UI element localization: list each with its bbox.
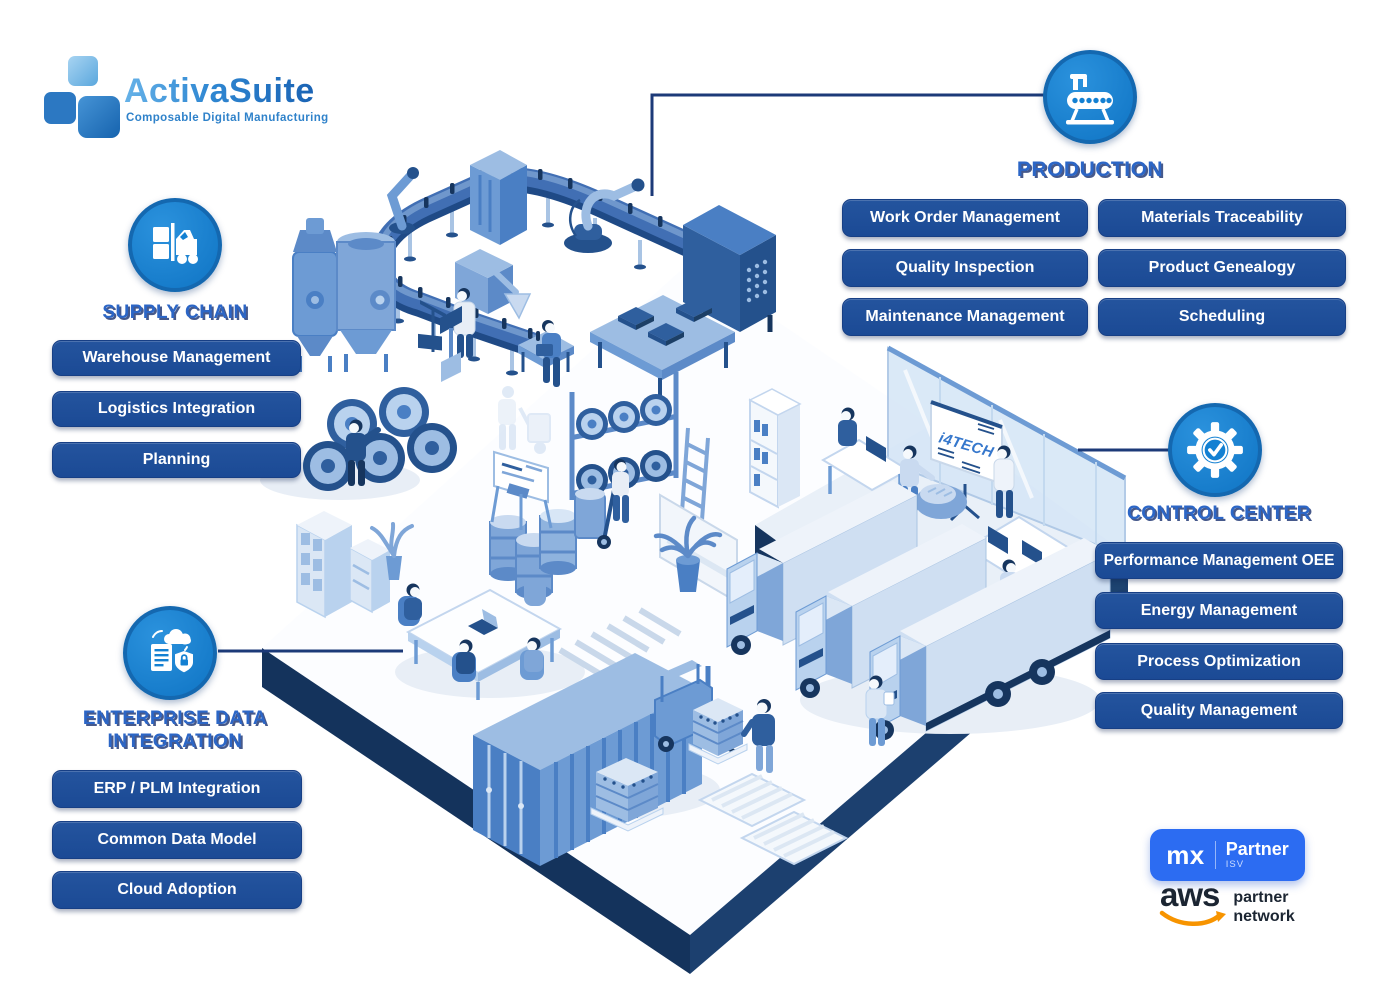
handtruck-worker bbox=[574, 459, 629, 549]
presenter bbox=[993, 445, 1015, 518]
pill-performance-management-oee[interactable]: Performance Management OEE bbox=[1095, 542, 1343, 579]
empty-pallets bbox=[697, 772, 849, 866]
seated-person bbox=[404, 583, 543, 674]
supply-chain-title: SUPPLY CHAIN bbox=[102, 302, 248, 323]
standing-desk bbox=[821, 407, 910, 502]
pill-cloud-adoption[interactable]: Cloud Adoption bbox=[52, 871, 302, 909]
badge-divider bbox=[1214, 841, 1216, 869]
pill-quality-inspection[interactable]: Quality Inspection bbox=[842, 249, 1088, 287]
control-center-icon bbox=[1168, 403, 1262, 497]
bottles bbox=[386, 163, 663, 339]
tanks bbox=[292, 218, 396, 372]
pill-quality-management[interactable]: Quality Management bbox=[1095, 692, 1343, 729]
supply-chain-icon bbox=[128, 198, 222, 292]
mendix-isv-label: ISV bbox=[1225, 859, 1245, 871]
office-shelf bbox=[748, 388, 802, 509]
trucks bbox=[726, 481, 1111, 740]
control-terminal bbox=[440, 306, 462, 382]
aws-smile-icon bbox=[1159, 910, 1226, 926]
barrel-rack bbox=[569, 372, 710, 521]
production-icon bbox=[1043, 50, 1137, 144]
ghost-trolley-figure bbox=[498, 386, 551, 454]
pill-process-optimization[interactable]: Process Optimization bbox=[1095, 643, 1343, 680]
connectors bbox=[218, 93, 1170, 653]
gear-check-icon bbox=[1187, 422, 1243, 478]
logo-square-light bbox=[68, 56, 98, 86]
easel-board bbox=[490, 450, 553, 530]
mendix-partner-badge[interactable]: mx Partner ISV bbox=[1150, 829, 1305, 881]
enterprise-data-icon bbox=[123, 606, 217, 700]
pill-energy-management[interactable]: Energy Management bbox=[1095, 592, 1343, 629]
crate-stack bbox=[590, 758, 664, 832]
pill-planning[interactable]: Planning bbox=[52, 442, 301, 478]
aws-partner-badge[interactable]: aws partner network bbox=[1159, 878, 1385, 942]
pill-work-order-management[interactable]: Work Order Management bbox=[842, 199, 1088, 237]
drawer-cabinet bbox=[349, 539, 390, 614]
inspector bbox=[865, 675, 895, 746]
gate-tower bbox=[470, 150, 527, 245]
trays bbox=[618, 299, 712, 346]
plant bbox=[653, 515, 723, 592]
pill-materials-traceability[interactable]: Materials Traceability bbox=[1098, 199, 1346, 237]
presentation-screen: i4TECH bbox=[930, 400, 1003, 522]
output-table bbox=[590, 295, 735, 402]
pill-logistics-integration[interactable]: Logistics Integration bbox=[52, 391, 301, 427]
ladder bbox=[680, 427, 710, 521]
aws-logo: aws bbox=[1160, 876, 1220, 913]
pill-scheduling[interactable]: Scheduling bbox=[1098, 298, 1346, 336]
pill-erp-plm-integration[interactable]: ERP / PLM Integration bbox=[52, 770, 302, 808]
data-cloud-shield-icon bbox=[151, 629, 193, 673]
brand-name: ActivaSuite bbox=[124, 72, 315, 110]
mendix-partner-label: Partner bbox=[1225, 839, 1289, 860]
pedestrian bbox=[741, 699, 775, 773]
pill-product-genealogy[interactable]: Product Genealogy bbox=[1098, 249, 1346, 287]
filler-machine bbox=[455, 249, 532, 320]
enterprise-data-title-line1: ENTERPRISE DATA bbox=[82, 708, 268, 729]
mendix-logo: mx bbox=[1166, 839, 1205, 870]
brand-tagline: Composable Digital Manufacturing bbox=[126, 112, 329, 124]
crate-stack bbox=[688, 698, 748, 765]
production-title: PRODUCTION bbox=[1016, 158, 1164, 181]
walkway-stripes bbox=[558, 607, 682, 677]
robot-arm bbox=[386, 167, 419, 234]
machine-icon bbox=[1066, 74, 1114, 125]
logo-square-dark bbox=[78, 96, 120, 138]
robot-arm bbox=[564, 178, 645, 253]
meeting-area bbox=[398, 578, 563, 700]
truck bbox=[869, 538, 1111, 740]
pill-warehouse-management[interactable]: Warehouse Management bbox=[52, 340, 301, 376]
barrel-stacks bbox=[303, 387, 457, 491]
enterprise-data-title: ENTERPRISE DATA INTEGRATION bbox=[45, 708, 305, 754]
planter bbox=[370, 522, 414, 580]
aws-label-line2: network bbox=[1233, 908, 1295, 926]
bookshelf bbox=[296, 511, 352, 619]
connector-production bbox=[650, 93, 1045, 196]
bean-bag bbox=[915, 484, 967, 519]
pill-common-data-model[interactable]: Common Data Model bbox=[52, 821, 302, 859]
enterprise-data-title-line2: INTEGRATION bbox=[107, 730, 243, 752]
drums bbox=[489, 509, 577, 599]
pill-maintenance-management[interactable]: Maintenance Management bbox=[842, 298, 1088, 336]
truck bbox=[795, 524, 987, 698]
forklift-icon bbox=[153, 223, 198, 264]
control-center-title: CONTROL CENTER bbox=[1127, 503, 1311, 524]
aws-label-line1: partner bbox=[1233, 889, 1289, 906]
brand-logo: ActivaSuite Composable Digital Manufactu… bbox=[40, 50, 370, 140]
barrel-worker bbox=[346, 419, 381, 486]
logo-square-mid bbox=[44, 92, 76, 124]
walking-person bbox=[536, 320, 561, 387]
